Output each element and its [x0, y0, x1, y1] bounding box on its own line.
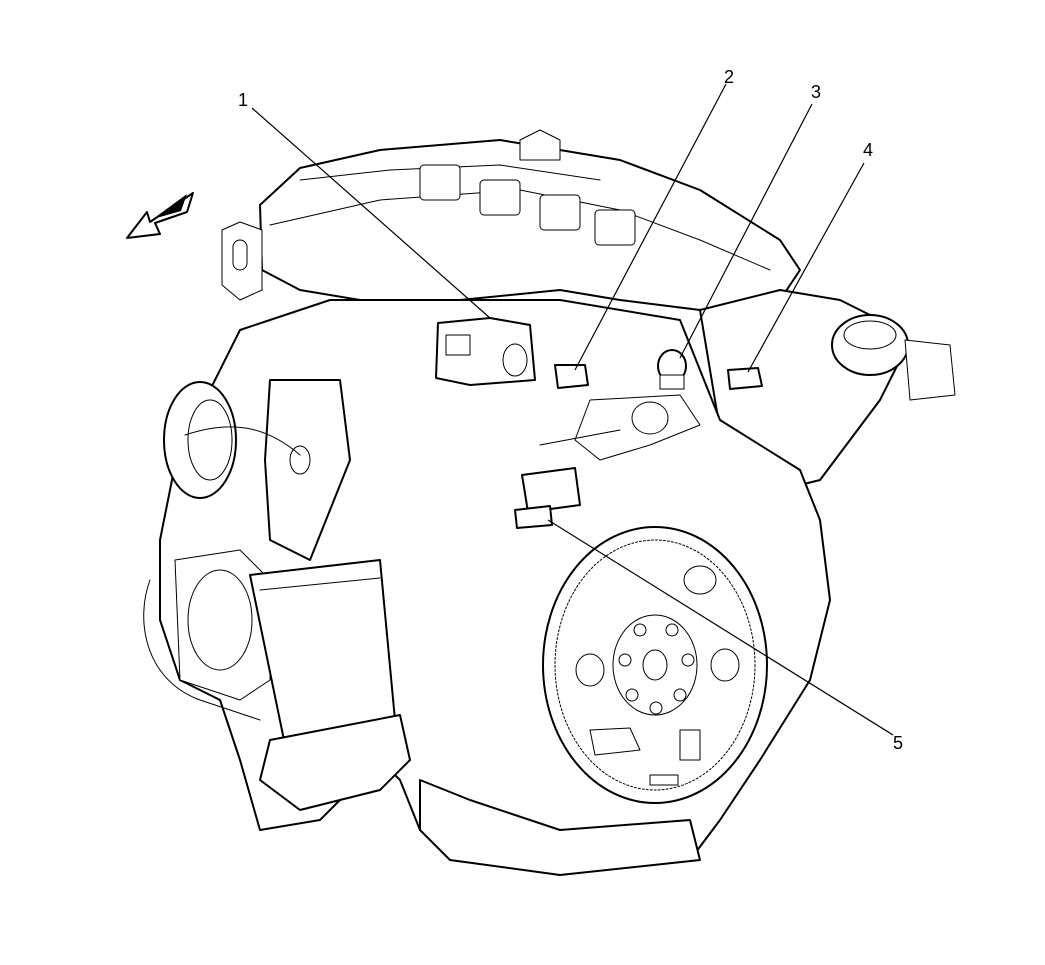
throttle-body — [831, 314, 956, 401]
leader-line-1 — [251, 107, 491, 319]
front-direction-arrow-icon — [126, 192, 194, 239]
cylinder-head-cover — [259, 139, 801, 311]
flexplate — [542, 526, 768, 804]
sensor-near-callout-4 — [727, 367, 763, 390]
sensor-near-callout-2 — [554, 364, 589, 389]
leader-line-5 — [547, 519, 894, 736]
sensor-near-callout-3 — [657, 349, 687, 390]
callout-4: 4 — [863, 140, 873, 160]
callout-leaders — [251, 83, 894, 736]
callout-5: 5 — [893, 733, 903, 753]
engine-assembly-drawing — [143, 129, 956, 876]
camshaft-actuator-solenoid — [435, 317, 536, 386]
callout-2: 2 — [724, 67, 734, 87]
exhaust-manifold-catalytic-converter — [184, 379, 411, 811]
leader-line-4 — [747, 162, 865, 373]
callout-labels: 1 2 3 4 5 — [238, 67, 903, 753]
leader-line-3 — [679, 103, 813, 359]
ignition-coils — [419, 129, 636, 246]
leader-line-2 — [574, 83, 727, 371]
crankshaft-position-sensor — [514, 467, 581, 529]
callout-1: 1 — [238, 90, 248, 110]
callout-3: 3 — [811, 82, 821, 102]
accessory-drive — [143, 381, 271, 721]
